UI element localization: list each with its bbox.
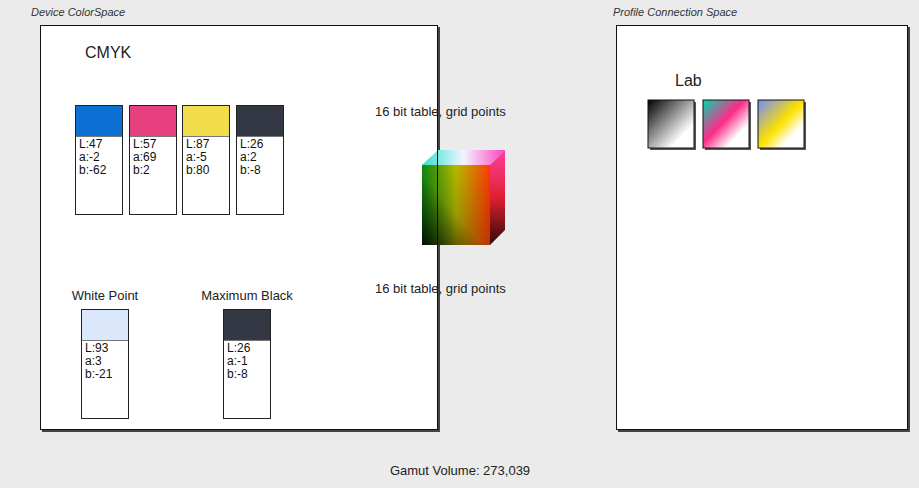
color-bar xyxy=(183,106,229,137)
lab-values: L:26a:2b:-8 xyxy=(240,138,263,177)
lab-values: L:26a:-1b:-8 xyxy=(227,342,250,381)
lab-value: L:26 xyxy=(227,342,250,355)
lab-value: b:-21 xyxy=(85,368,112,381)
lab-value: a:2 xyxy=(240,151,263,164)
color-bar xyxy=(130,106,176,137)
lab-value: a:-5 xyxy=(186,151,209,164)
lab-value: a:-1 xyxy=(227,355,250,368)
lab-value: a:-2 xyxy=(79,151,106,164)
color-bar xyxy=(237,106,283,137)
lab-gradient-squares xyxy=(648,100,806,150)
lab-value: b:-8 xyxy=(240,164,263,177)
lab-value: b:80 xyxy=(186,164,209,177)
swatch-heading: Maximum Black xyxy=(201,288,293,303)
panel-ground xyxy=(616,25,908,430)
color-swatch: L:26a:2b:-8 xyxy=(236,105,284,215)
color-swatch: L:57a:69b:2 xyxy=(129,105,177,215)
lab-value: L:87 xyxy=(186,138,209,151)
lab-values: L:93a:3b:-21 xyxy=(85,342,112,381)
color-bar xyxy=(76,106,122,137)
space-name: CMYK xyxy=(85,44,131,62)
color-bar xyxy=(82,310,128,341)
color-swatch: L:47a:-2b:-62 xyxy=(75,105,123,215)
panel-ground xyxy=(40,25,438,430)
color-swatch: L:87a:-5b:80 xyxy=(182,105,230,215)
lab-value: L:26 xyxy=(240,138,263,151)
lab-value: L:93 xyxy=(85,342,112,355)
lab-values: L:47a:-2b:-62 xyxy=(79,138,106,177)
color-swatch: White PointL:93a:3b:-21 xyxy=(81,309,129,419)
table-note: 16 bit table, grid points xyxy=(375,104,506,119)
lab-values: L:57a:69b:2 xyxy=(133,138,156,177)
colorspace-panel: L:47a:-2b:-62L:57a:69b:2L:87a:-5b:80L:26… xyxy=(40,25,438,430)
color-cube xyxy=(422,150,505,245)
colorspace-panel: Profile Connection SpaceLab xyxy=(616,25,908,430)
lab-value: b:2 xyxy=(133,164,156,177)
lab-values: L:87a:-5b:80 xyxy=(186,138,209,177)
color-swatch: Maximum BlackL:26a:-1b:-8 xyxy=(223,309,271,419)
lab-value: L:47 xyxy=(79,138,106,151)
panel-heading: Profile Connection Space xyxy=(613,6,737,18)
lab-value: L:57 xyxy=(133,138,156,151)
table-note: 16 bit table, grid points xyxy=(375,281,506,296)
lab-value: a:69 xyxy=(133,151,156,164)
color-bar xyxy=(224,310,270,341)
gamut-volume: Gamut Volume: 273,039 xyxy=(390,463,530,478)
space-name: Lab xyxy=(675,72,702,90)
lab-value: a:3 xyxy=(85,355,112,368)
lab-value: b:-8 xyxy=(227,368,250,381)
lab-value: b:-62 xyxy=(79,164,106,177)
swatch-heading: White Point xyxy=(72,288,138,303)
panel-heading: Device ColorSpace xyxy=(31,6,125,18)
